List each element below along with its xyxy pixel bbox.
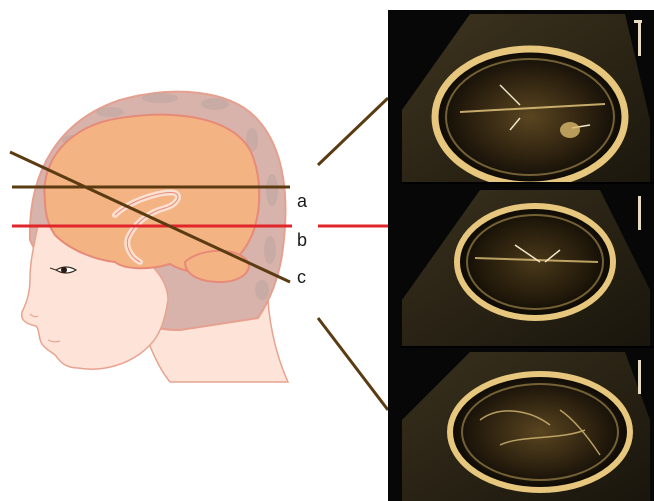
head-illustration [22, 92, 288, 382]
leader-lines [318, 98, 388, 410]
leader-line-c [318, 318, 388, 410]
skull-echo-c [450, 374, 630, 490]
leader-line-a [318, 98, 388, 165]
plane-labels: a b c [297, 191, 308, 287]
plane-label-c: c [297, 267, 306, 287]
plane-label-b: b [297, 230, 307, 250]
skull-echo-a [435, 49, 625, 185]
plane-label-a: a [297, 191, 308, 211]
cerebellum [185, 251, 249, 282]
